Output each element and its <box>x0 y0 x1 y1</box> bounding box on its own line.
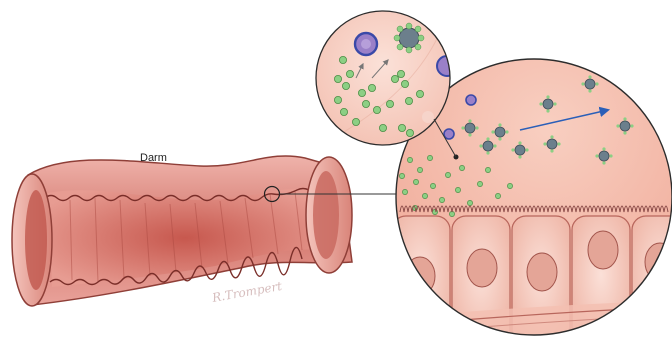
purple-particle <box>444 129 454 139</box>
purple-particle <box>466 95 476 105</box>
intestine-label: Darm <box>140 152 167 164</box>
artist-signature: R.Trompert <box>210 279 283 305</box>
intestine-tube: Darm R.Trompert <box>12 152 352 306</box>
